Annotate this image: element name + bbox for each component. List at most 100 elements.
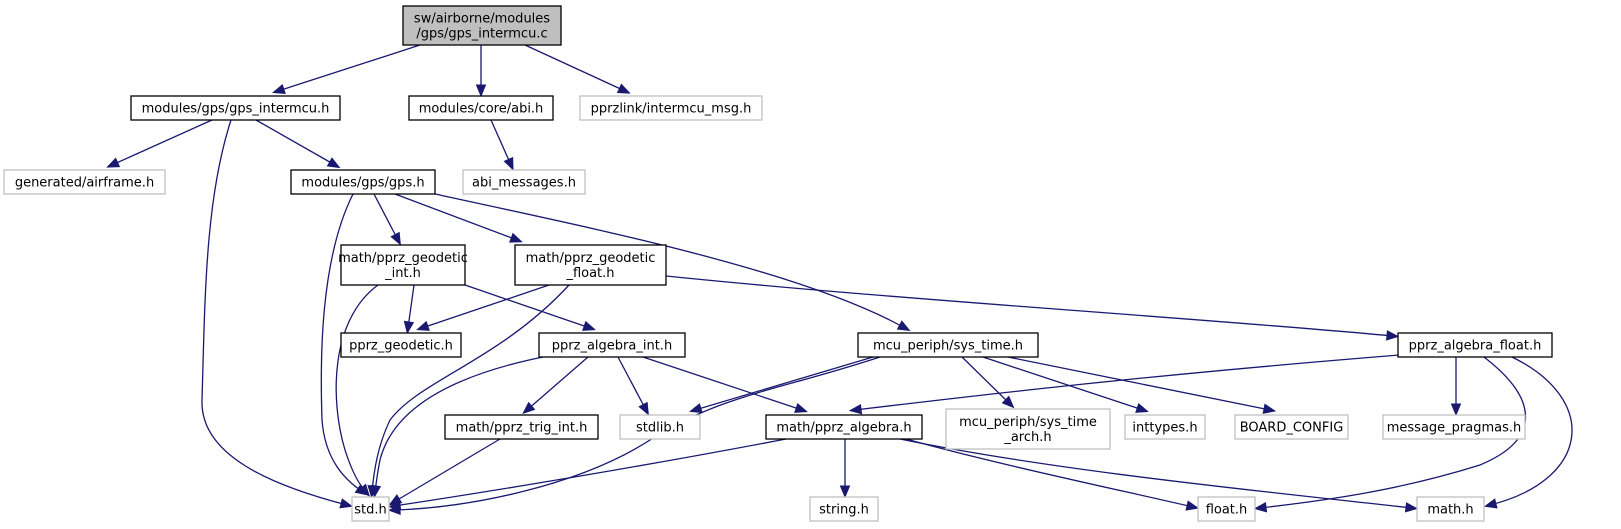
- node-label: math/pprz_geodetic: [526, 251, 656, 266]
- node-box: [402, 5, 562, 46]
- edge-line: [1489, 356, 1573, 506]
- node-float-h: float.h: [1197, 496, 1256, 522]
- node-box: [1234, 414, 1349, 440]
- edge-gps_intermcu_h-to-std_h: [201, 119, 354, 509]
- edge-algebra_float_h-to-math_h: [1483, 356, 1573, 509]
- node-label: generated/airframe.h: [15, 176, 154, 191]
- edge-line: [905, 438, 1194, 508]
- arrowhead-icon: [848, 404, 863, 415]
- edge-sys_time_h-to-board_config: [1007, 356, 1277, 414]
- node-label: float.h: [1206, 503, 1248, 518]
- node-root[interactable]: sw/airborne/modules/gps/gps_intermcu.c: [402, 5, 562, 46]
- node-box: [514, 244, 667, 286]
- node-geodetic-int-h[interactable]: math/pprz_geodetic_int.h: [338, 244, 468, 286]
- node-box: [340, 244, 466, 286]
- node-stdlib-h: stdlib.h: [619, 414, 701, 440]
- arrowhead-icon: [1450, 403, 1462, 417]
- arrowhead-icon: [896, 320, 911, 332]
- edge-algebra_int_h-to-std_h: [370, 356, 544, 499]
- edge-line: [111, 119, 213, 166]
- node-label: modules/gps/gps_intermcu.h: [142, 102, 330, 117]
- edge-root-to-intermcu_msg_h: [524, 44, 631, 94]
- node-box: [462, 169, 586, 195]
- edge-line: [524, 44, 626, 92]
- node-sys-time-h[interactable]: mcu_periph/sys_time.h: [857, 332, 1039, 358]
- node-label: abi_messages.h: [472, 176, 576, 191]
- edge-line: [854, 354, 1401, 411]
- edge-gps_h-to-geodetic_float_h: [394, 193, 523, 243]
- edge-line: [393, 438, 501, 503]
- edge-geodetic_float_h-to-pprz_geodetic_h: [416, 284, 550, 331]
- node-abi-h[interactable]: modules/core/abi.h: [408, 95, 554, 121]
- arrowhead-icon: [1135, 402, 1149, 413]
- edge-line: [374, 356, 544, 493]
- node-label: std.h: [354, 503, 387, 518]
- node-box: [809, 496, 879, 522]
- node-label: mcu_periph/sys_time.h: [873, 339, 1023, 354]
- node-box: [765, 414, 923, 440]
- edge-line: [490, 119, 512, 166]
- arrowhead-icon: [582, 320, 596, 331]
- node-algebra-float-h[interactable]: pprz_algebra_float.h: [1397, 332, 1553, 358]
- arrowhead-icon: [390, 231, 401, 246]
- arrowhead-icon: [1385, 330, 1400, 341]
- node-label: /gps/gps_intermcu.c: [416, 27, 547, 42]
- node-label: modules/gps/gps.h: [301, 176, 424, 191]
- node-box: [444, 414, 599, 440]
- node-label: pprz_geodetic.h: [349, 339, 453, 354]
- arrowhead-icon: [509, 232, 523, 243]
- node-airframe-h: generated/airframe.h: [3, 169, 166, 195]
- edges-layer: [106, 44, 1573, 516]
- edge-sys_time_h-to-sys_time_arch_h: [961, 356, 1015, 409]
- edge-algebra_h-to-math_h: [899, 438, 1419, 513]
- node-box: [1397, 332, 1553, 358]
- edge-line: [320, 193, 364, 493]
- edge-algebra_int_h-to-stdlib_h: [617, 356, 649, 416]
- edge-geodetic_int_h-to-algebra_int_h: [464, 284, 596, 331]
- node-label: pprzlink/intermcu_msg.h: [591, 102, 752, 117]
- node-message-pragmas-h: message_pragmas.h: [1382, 414, 1526, 440]
- arrowhead-icon: [839, 485, 851, 499]
- node-label: stdlib.h: [636, 421, 684, 436]
- edge-gps_h-to-geodetic_int_h: [373, 193, 401, 246]
- node-gps-h[interactable]: modules/gps/gps.h: [290, 169, 436, 195]
- edge-algebra_int_h-to-algebra_h: [642, 356, 808, 413]
- node-algebra-h[interactable]: math/pprz_algebra.h: [765, 414, 923, 440]
- edge-geodetic_int_h-to-std_h: [335, 284, 379, 497]
- node-label: string.h: [819, 503, 869, 518]
- node-gps-intermcu-h[interactable]: modules/gps/gps_intermcu.h: [130, 95, 341, 121]
- node-box: [1124, 414, 1206, 440]
- edge-sys_time_h-to-stdlib_h: [688, 356, 874, 414]
- node-geodetic-float-h[interactable]: math/pprz_geodetic_float.h: [514, 244, 667, 286]
- edge-algebra_float_h-to-message_pragmas_h: [1450, 357, 1462, 417]
- edge-line: [434, 193, 906, 329]
- edge-line: [201, 119, 348, 506]
- arrowhead-icon: [357, 483, 371, 497]
- edge-line: [982, 356, 1144, 411]
- edge-abi_h-to-abi_messages_h: [490, 119, 514, 171]
- node-label: math/pprz_geodetic: [338, 251, 468, 266]
- node-algebra-int-h[interactable]: pprz_algebra_int.h: [538, 332, 686, 358]
- edge-line: [277, 44, 421, 92]
- arrowhead-icon: [387, 499, 402, 511]
- node-pprz-geodetic-h[interactable]: pprz_geodetic.h: [340, 332, 462, 358]
- arrowhead-icon: [1483, 498, 1498, 509]
- edge-trig_int_h-to-std_h: [388, 438, 501, 506]
- edge-geodetic_float_h-to-std_h: [367, 284, 570, 499]
- edge-line: [407, 284, 415, 329]
- node-inttypes-h: inttypes.h: [1124, 414, 1206, 440]
- nodes-layer: sw/airborne/modules/gps/gps_intermcu.cmo…: [3, 5, 1553, 522]
- node-label: BOARD_CONFIG: [1240, 421, 1344, 436]
- edge-line: [526, 356, 589, 411]
- arrowhead-icon: [339, 498, 354, 509]
- edge-line: [255, 119, 336, 166]
- edge-line: [335, 284, 379, 493]
- node-label: _arch.h: [1003, 430, 1051, 445]
- node-label: sw/airborne/modules: [414, 12, 550, 27]
- edge-root-to-abi_h: [475, 45, 487, 98]
- node-label: mcu_periph/sys_time: [959, 415, 1097, 430]
- node-trig-int-h[interactable]: math/pprz_trig_int.h: [444, 414, 599, 440]
- node-string-h: string.h: [809, 496, 879, 522]
- edge-line: [393, 438, 787, 507]
